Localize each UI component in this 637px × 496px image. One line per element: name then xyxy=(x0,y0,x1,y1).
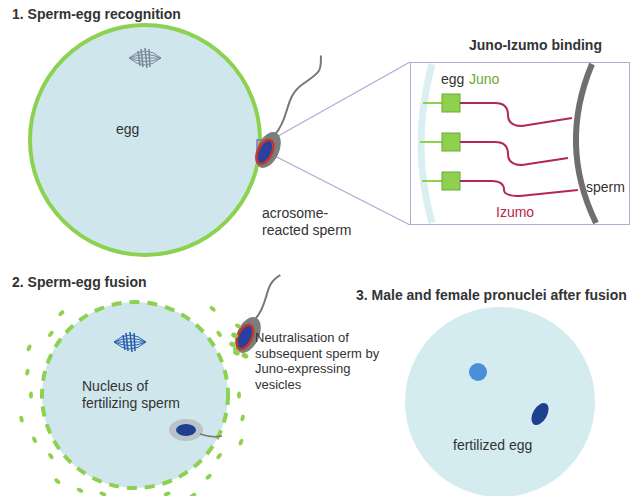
cell-membrane xyxy=(405,307,595,496)
node-text: fertilized egg xyxy=(453,437,563,454)
acrosome xyxy=(253,137,277,166)
juno-vesicle xyxy=(47,452,54,460)
female-pronucleus xyxy=(469,363,487,381)
panel-title: 2. Sperm-egg fusion xyxy=(12,274,147,291)
juno-vesicle xyxy=(29,392,33,399)
sperm-tail xyxy=(255,273,281,320)
juno-vesicle xyxy=(237,392,241,399)
node-text: Izumo xyxy=(496,204,556,221)
node-text: egg xyxy=(116,121,176,138)
juno-vesicle xyxy=(31,436,38,444)
node-text: Juno xyxy=(469,71,513,88)
juno-vesicle xyxy=(215,330,222,338)
fertilized-egg: fertilized egg xyxy=(405,307,595,496)
juno-vesicle xyxy=(47,330,54,338)
sperm-nucleus xyxy=(176,424,196,436)
panel-title: 1. Sperm-egg recognition xyxy=(12,6,181,23)
juno-vesicle xyxy=(57,309,65,317)
juno-vesicle xyxy=(26,344,33,352)
juno-vesicle xyxy=(215,452,222,460)
node-text: egg xyxy=(441,71,471,88)
juno-vesicle xyxy=(232,346,239,354)
inset-box: Juno-Izumo bindingeggJunoIzumosperm xyxy=(410,62,630,225)
juno-vesicle xyxy=(99,491,107,496)
egg-membrane xyxy=(421,64,432,223)
cell-outline xyxy=(28,23,262,257)
figure-label: Neutralisation of subsequent sperm by Ju… xyxy=(255,330,393,392)
figure-label: acrosome-reacted sperm xyxy=(262,205,362,239)
nucleus-halo xyxy=(169,419,203,441)
juno-vesicle xyxy=(238,438,245,446)
zoom-line xyxy=(271,62,410,225)
juno-vesicle xyxy=(76,487,84,494)
sperm-membrane xyxy=(576,64,596,223)
cell-membrane xyxy=(30,25,260,255)
sperm-tail xyxy=(275,52,326,139)
izumo-protein xyxy=(460,103,578,196)
cell-outline xyxy=(405,307,595,496)
juno-protein xyxy=(420,94,460,190)
juno-vesicle xyxy=(189,492,197,496)
node-text: sperm xyxy=(586,179,630,196)
juno-vesicle xyxy=(209,305,217,313)
juno-vesicle xyxy=(205,473,213,481)
egg-cell: egg xyxy=(28,23,262,257)
node-text: Nucleus of fertilizing sperm xyxy=(82,378,207,412)
cell-membrane xyxy=(42,302,228,488)
juno-vesicle xyxy=(25,368,30,376)
juno-vesicle xyxy=(53,477,61,485)
juno-vesicle xyxy=(19,415,24,423)
inset-heading: Juno-Izumo binding xyxy=(469,37,637,54)
juno-vesicle xyxy=(240,414,245,422)
juno-vesicle xyxy=(163,491,171,496)
sperm-figure xyxy=(250,47,325,172)
juno-vesicle xyxy=(224,323,260,361)
egg-cell: Nucleus of fertilizing sperm xyxy=(40,300,230,490)
panel-title: 3. Male and female pronuclei after fusio… xyxy=(356,287,627,304)
